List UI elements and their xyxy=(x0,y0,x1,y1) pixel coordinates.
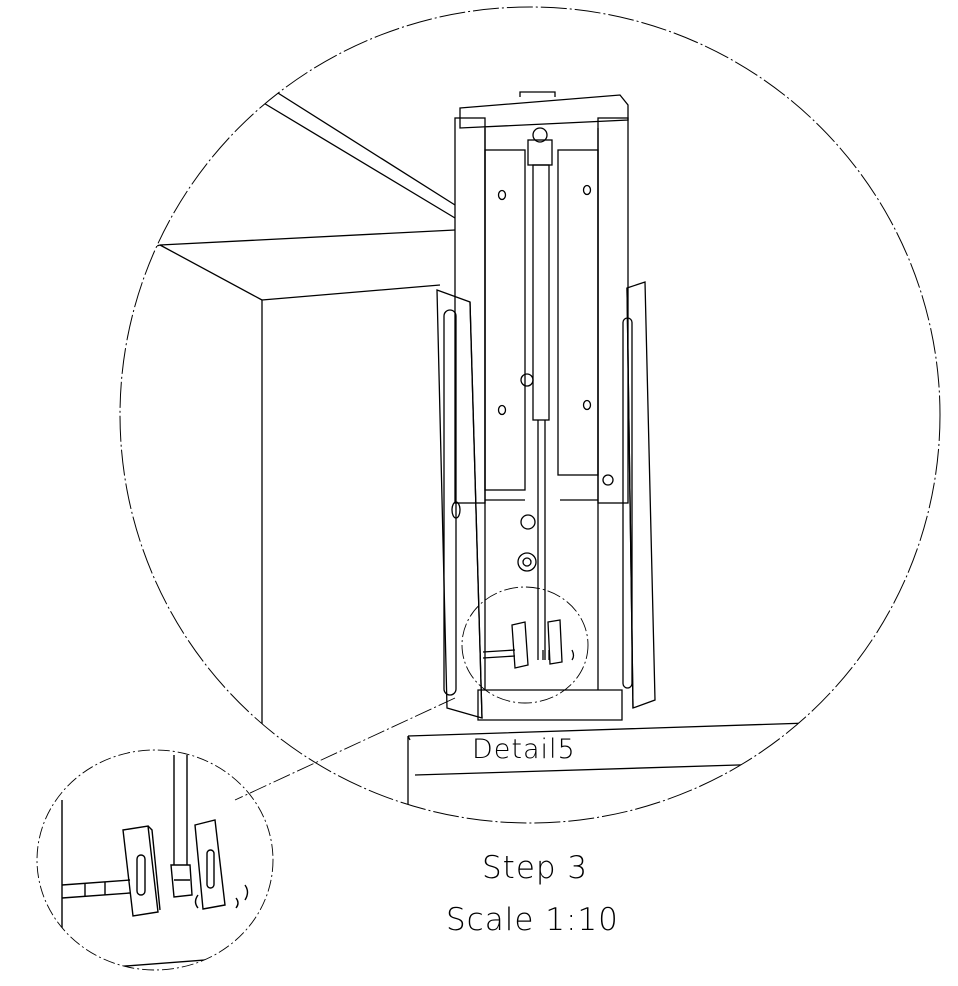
cabinet-back-edge xyxy=(120,244,263,301)
enlarged-rod xyxy=(173,755,188,865)
shaft-and-plates xyxy=(482,619,575,669)
upper-column xyxy=(454,91,629,504)
enlarged-detail-view xyxy=(61,755,271,969)
detail-label: Detail5 xyxy=(472,734,576,765)
gas-spring xyxy=(527,127,553,660)
cabinet-and-lift-view xyxy=(120,87,901,810)
step-label: Step 3 xyxy=(482,850,589,886)
detail-callout-circle xyxy=(461,586,589,704)
side-rails xyxy=(436,281,656,719)
enlarged-left-plate xyxy=(122,825,159,917)
detail-view-circle xyxy=(119,6,941,824)
scale-label: Scale 1:10 xyxy=(446,902,619,938)
top-rail xyxy=(261,87,456,219)
shelf-front xyxy=(477,689,623,721)
detail-leader-line xyxy=(234,697,456,801)
enlarged-shaft xyxy=(61,879,131,899)
cabinet-side-panel xyxy=(159,229,456,760)
enlarged-detail-circle xyxy=(36,749,274,971)
enlarged-right-plate xyxy=(194,819,226,910)
bottom-shelf xyxy=(407,719,901,810)
